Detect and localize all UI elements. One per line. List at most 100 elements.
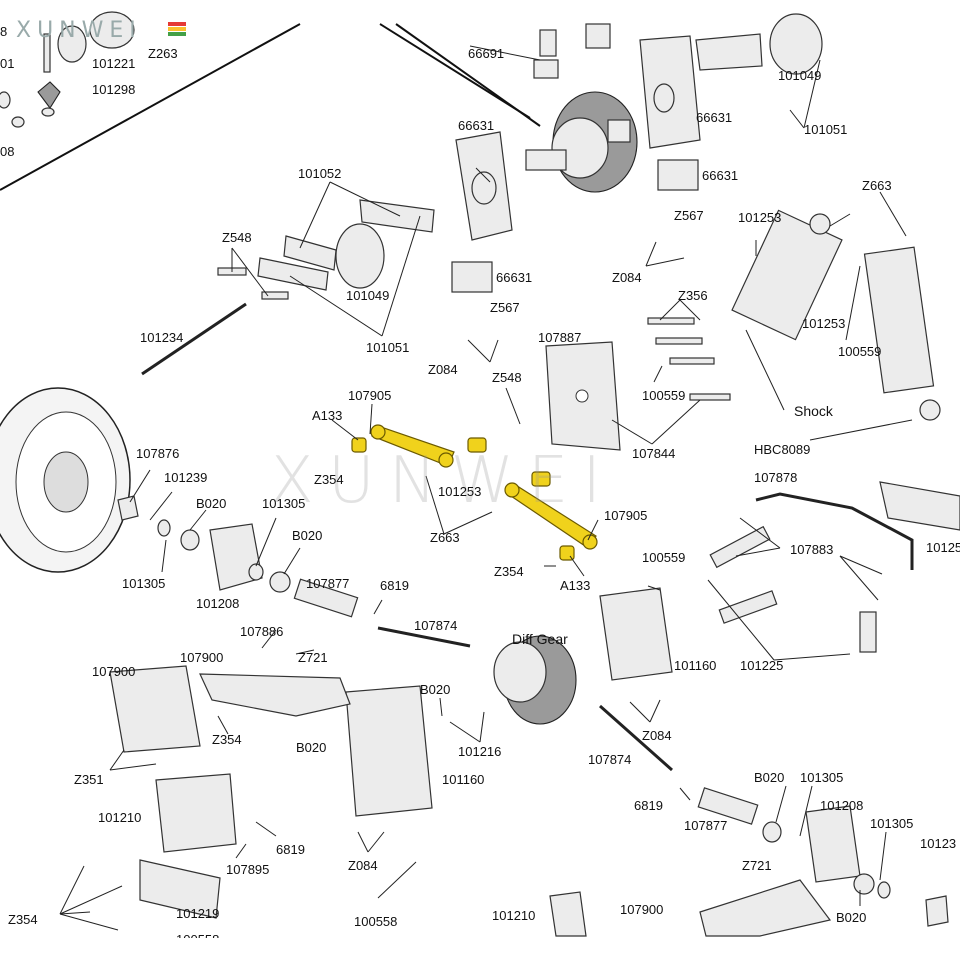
dogbone-107874-right [599, 704, 673, 772]
label-z567-b: Z567 [490, 300, 520, 315]
label-101219: 101219 [176, 906, 220, 921]
diff-mount-left-66631 [455, 131, 513, 241]
label-z548-b: Z548 [492, 370, 522, 385]
bumper-plate-107900 [109, 665, 201, 753]
inset-frame-edge [0, 23, 301, 191]
watermark-top-left: XUNWEI [16, 18, 142, 43]
label-10123: 10123 [920, 836, 957, 851]
hub-parts-left [117, 495, 291, 593]
label-b020-a: B020 [196, 496, 227, 511]
label-z721-a: Z721 [298, 650, 328, 665]
label-100558-b: 100558 [176, 932, 220, 947]
brand-bar-green [168, 32, 186, 36]
label-107886: 107886 [240, 624, 284, 639]
label-101239: 101239 [164, 470, 208, 485]
label-66631-c: 66631 [702, 168, 739, 183]
label-z354-b: Z354 [494, 564, 524, 579]
label-101052: 101052 [298, 166, 342, 181]
links-107883 [709, 525, 877, 653]
label-edge-01: 01 [0, 56, 15, 71]
label-z351: Z351 [74, 772, 104, 787]
label-107905-a: 107905 [348, 388, 392, 403]
label-z721-b: Z721 [742, 858, 772, 873]
label-101051-top: 101051 [804, 122, 848, 137]
label-101210-b: 101210 [492, 908, 536, 923]
plate-101219 [139, 859, 221, 919]
label-z356: Z356 [678, 288, 708, 303]
label-z084-c: Z084 [642, 728, 672, 743]
label-101305-d: 101305 [870, 816, 914, 831]
label-107900-b: 107900 [180, 650, 224, 665]
dogbone-107874 [377, 626, 471, 648]
center-diff-assembly [525, 91, 638, 193]
label-101298: 101298 [92, 82, 136, 97]
label-101305-a: 101305 [262, 496, 306, 511]
leader-lines [59, 45, 913, 931]
label-107900-c: 107900 [620, 902, 664, 917]
gearbox-101160-right [599, 587, 673, 681]
brand-color-bars [168, 22, 186, 40]
label-100559-c: 100559 [642, 550, 686, 565]
label-100559-a: 100559 [838, 344, 882, 359]
label-107844: 107844 [632, 446, 676, 461]
shock-absorber-left [731, 209, 843, 341]
label-z663-b: Z663 [430, 530, 460, 545]
label-107874-a: 107874 [414, 618, 458, 633]
label-66631-a: 66631 [458, 118, 495, 133]
brand-bar-yellow [168, 27, 186, 31]
rear-wheel [0, 387, 131, 573]
watermark-center: XUNWEI [270, 444, 616, 518]
label-66631-b: 66631 [696, 110, 733, 125]
label-6819-b: 6819 [634, 798, 663, 813]
label-6819-c: 6819 [276, 842, 305, 857]
diff-gear [493, 635, 577, 725]
anti-roll-bar-107878 [755, 492, 914, 570]
label-101253-b: 101253 [802, 316, 846, 331]
label-101210-a: 101210 [98, 810, 142, 825]
suspension-arm-107900 [199, 673, 351, 717]
label-101049-top: 101049 [778, 68, 822, 83]
label-101051-mid: 101051 [366, 340, 410, 355]
shock-tower-107887 [545, 341, 621, 451]
brand-bar-red [168, 22, 186, 26]
label-101160-a: 101160 [674, 658, 717, 673]
suspension-arm-107900-bottom [699, 879, 832, 937]
label-107877-b: 107877 [684, 818, 728, 833]
label-101253-a: 101253 [738, 210, 782, 225]
label-100558: 100558 [354, 914, 398, 929]
label-101049-mid: 101049 [346, 288, 390, 303]
brake-pads-101052 [257, 199, 435, 291]
label-101216: 101216 [458, 744, 502, 759]
hub-parts-right [762, 805, 949, 927]
rear-hub-101210 [155, 773, 237, 853]
label-6819-a: 6819 [380, 578, 409, 593]
gearbox-101160-center [345, 685, 433, 817]
diff-mount-right-66631 [639, 35, 701, 191]
highlighted-ball-ends-a133 [351, 437, 575, 561]
label-z263: Z263 [148, 46, 178, 61]
label-107887: 107887 [538, 330, 582, 345]
label-107877-a: 107877 [306, 576, 350, 591]
gear-mount-66691 [533, 23, 611, 79]
label-edge-8: 8 [0, 24, 8, 39]
label-66631-d: 66631 [496, 270, 533, 285]
label-107874-b: 107874 [588, 752, 632, 767]
label-101221: 101221 [92, 56, 136, 71]
label-100559-b: 100559 [642, 388, 686, 403]
z356-screws [647, 317, 731, 401]
label-107905-b: 107905 [604, 508, 648, 523]
label-z548-a: Z548 [222, 230, 252, 245]
label-b020-b: B020 [292, 528, 323, 543]
label-z084-a: Z084 [612, 270, 642, 285]
label-66691: 66691 [468, 46, 505, 61]
label-101234: 101234 [140, 330, 184, 345]
label-diff-gear: Diff Gear [512, 631, 568, 647]
label-z084-b: Z084 [428, 362, 458, 377]
label-101225: 101225 [740, 658, 784, 673]
label-b020-d: B020 [296, 740, 327, 755]
label-z354-d: Z354 [8, 912, 38, 927]
label-101253-c: 101253 [438, 484, 482, 499]
label-b020-e: B020 [754, 770, 785, 785]
label-edge-08: 08 [0, 144, 15, 159]
